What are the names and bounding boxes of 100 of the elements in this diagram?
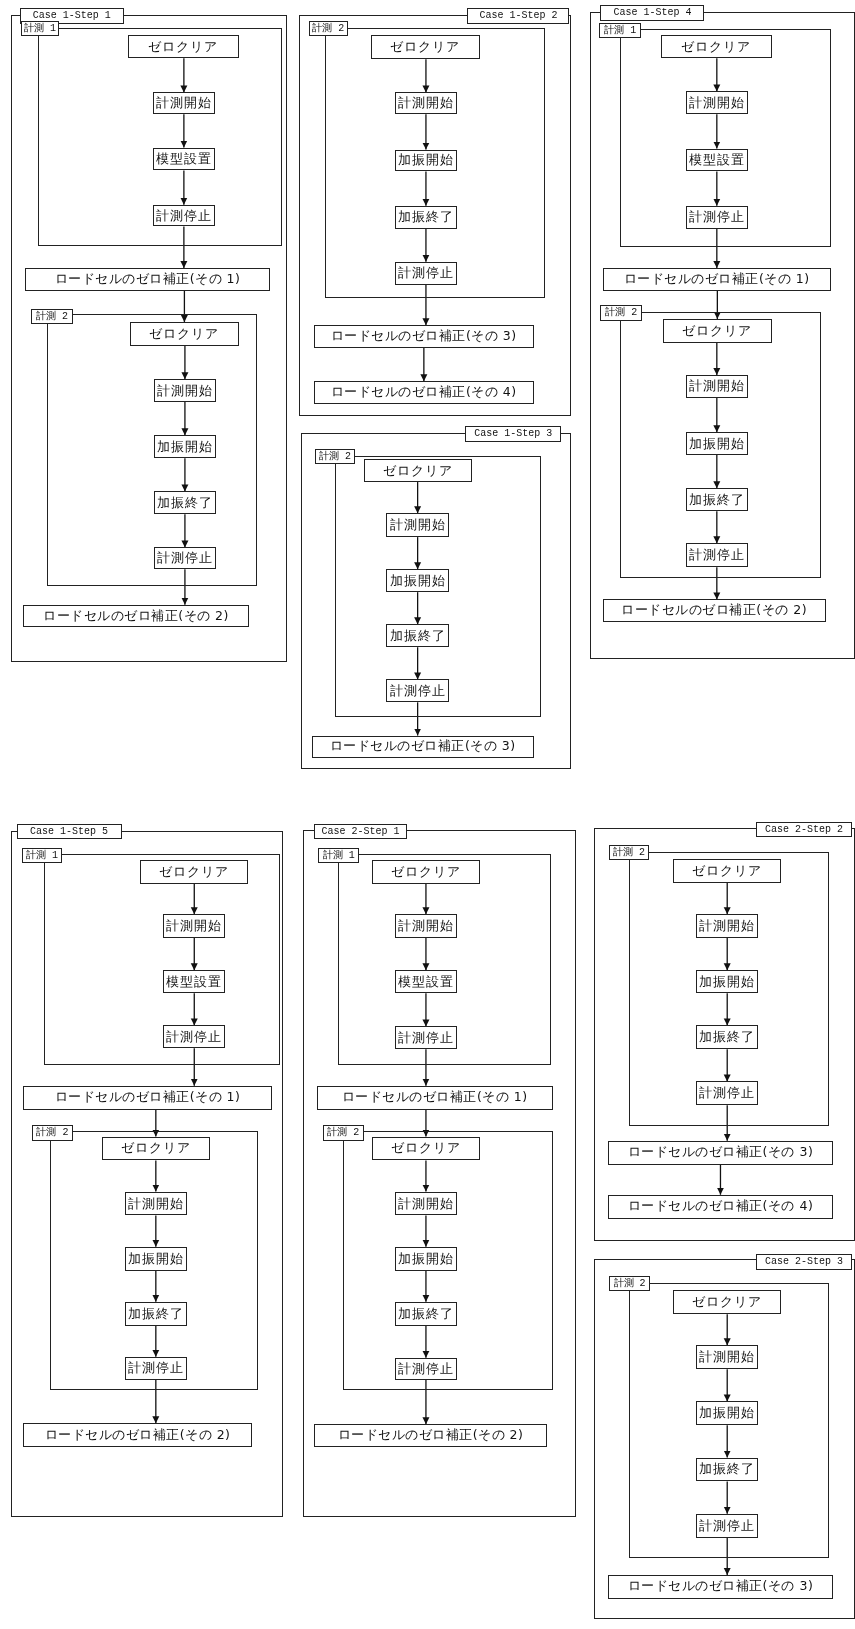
arrow [713, 510, 721, 544]
arrow [422, 1108, 430, 1138]
group-label: 計測 2 [600, 305, 642, 321]
process-step-box: 加振開始 [386, 569, 449, 593]
arrow [713, 342, 721, 376]
process-step-box: 計測停止 [394, 1357, 458, 1380]
arrow [152, 1108, 160, 1138]
panel-title: Case 2-Step 1 [313, 823, 408, 840]
process-step-box: 計測停止 [685, 543, 748, 568]
process-step-box: 模型設置 [163, 970, 226, 994]
arrow [180, 57, 188, 94]
arrow [723, 937, 731, 971]
arrow [190, 937, 198, 971]
panel-title: Case 1-Step 4 [600, 5, 705, 21]
panel-title: Case 2-Step 2 [756, 821, 852, 838]
group-label: 計測 2 [314, 448, 356, 465]
panel-title: Case 1-Step 5 [16, 823, 122, 840]
process-step-box: ゼロクリア [370, 35, 480, 60]
correction-step-box: ロードセルのゼロ補正(その 1) [24, 268, 271, 291]
process-step-box: ゼロクリア [371, 860, 480, 885]
process-step-box: 計測停止 [163, 1025, 226, 1049]
arrow [713, 290, 721, 320]
panel-title: Case 2-Step 3 [756, 1253, 852, 1270]
process-step-box: 計測開始 [696, 1345, 759, 1370]
panel-title: Case 1-Step 1 [19, 8, 124, 24]
group-label: 計測 1 [21, 847, 63, 864]
process-step-box: 加振終了 [696, 1457, 759, 1482]
arrow [180, 290, 188, 323]
arrow [723, 1480, 731, 1515]
process-step-box: 計測開始 [163, 914, 226, 939]
process-step-box: 計測停止 [386, 679, 449, 703]
process-step-box: ゼロクリア [673, 859, 782, 884]
correction-step-box: ロードセルのゼロ補正(その 4) [607, 1194, 834, 1219]
process-step-box: 計測開始 [394, 914, 458, 939]
arrow [713, 566, 721, 601]
arrow [723, 1536, 731, 1576]
arrow [181, 457, 189, 493]
group-label: 計測 2 [32, 1125, 73, 1141]
arrow [723, 1313, 731, 1346]
correction-step-box: ロードセルのゼロ補正(その 3) [311, 735, 534, 759]
process-step-box: 模型設置 [394, 970, 458, 994]
process-step-box: 加振終了 [685, 488, 748, 512]
arrow [723, 1368, 731, 1403]
arrow [723, 1048, 731, 1083]
process-step-box: 計測開始 [386, 513, 449, 538]
arrow [422, 883, 430, 915]
arrow [152, 1159, 160, 1193]
arrow [190, 1047, 198, 1087]
process-step-box: 加振開始 [696, 1401, 759, 1426]
process-step-box: ゼロクリア [129, 322, 239, 346]
panel-title: Case 1-Step 3 [465, 425, 561, 442]
process-step-box: 計測停止 [394, 261, 458, 285]
process-step-box: 計測停止 [153, 547, 217, 570]
correction-step-box: ロードセルのゼロ補正(その 2) [602, 599, 826, 623]
arrow [180, 225, 188, 269]
arrow [422, 1214, 430, 1248]
process-step-box: ゼロクリア [363, 459, 472, 482]
process-step-box: 計測停止 [696, 1513, 759, 1538]
process-step-box: 加振開始 [394, 149, 458, 172]
process-step-box: 計測停止 [685, 205, 748, 229]
process-step-box: ゼロクリア [140, 860, 249, 885]
arrow [414, 536, 422, 570]
correction-step-box: ロードセルのゼロ補正(その 2) [313, 1424, 548, 1448]
process-step-box: ゼロクリア [673, 1290, 782, 1315]
arrow [723, 992, 731, 1027]
arrow [422, 113, 430, 151]
arrow [152, 1324, 160, 1358]
group-label: 計測 2 [308, 20, 348, 37]
group-label: 計測 2 [31, 308, 73, 325]
arrow [422, 1048, 430, 1087]
process-step-box: ゼロクリア [101, 1136, 210, 1161]
arrow [422, 1324, 430, 1359]
process-step-box: 計測開始 [124, 1191, 187, 1216]
arrow [414, 591, 422, 625]
arrow [422, 284, 430, 326]
correction-step-box: ロードセルのゼロ補正(その 3) [607, 1140, 834, 1165]
process-step-box: 加振開始 [685, 432, 748, 455]
process-step-box: 計測開始 [153, 379, 217, 402]
process-step-box: 計測停止 [152, 204, 215, 227]
arrow [713, 454, 721, 489]
arrow [190, 883, 198, 915]
arrow [713, 113, 721, 150]
arrow [422, 1379, 430, 1425]
arrow [422, 58, 430, 94]
arrow [420, 347, 428, 382]
arrow [152, 1214, 160, 1248]
arrow [723, 1104, 731, 1142]
arrow [713, 227, 721, 269]
arrow [422, 937, 430, 971]
process-step-box: 計測開始 [152, 92, 215, 115]
correction-step-box: ロードセルのゼロ補正(その 1) [316, 1085, 553, 1110]
process-step-box: 計測開始 [394, 1191, 458, 1216]
arrow [723, 1424, 731, 1459]
arrow [181, 401, 189, 436]
arrow [181, 345, 189, 380]
correction-step-box: ロードセルのゼロ補正(その 3) [607, 1574, 834, 1599]
arrow [414, 646, 422, 681]
group-label: 計測 2 [323, 1125, 364, 1141]
arrow [190, 992, 198, 1027]
arrow [716, 1163, 724, 1196]
